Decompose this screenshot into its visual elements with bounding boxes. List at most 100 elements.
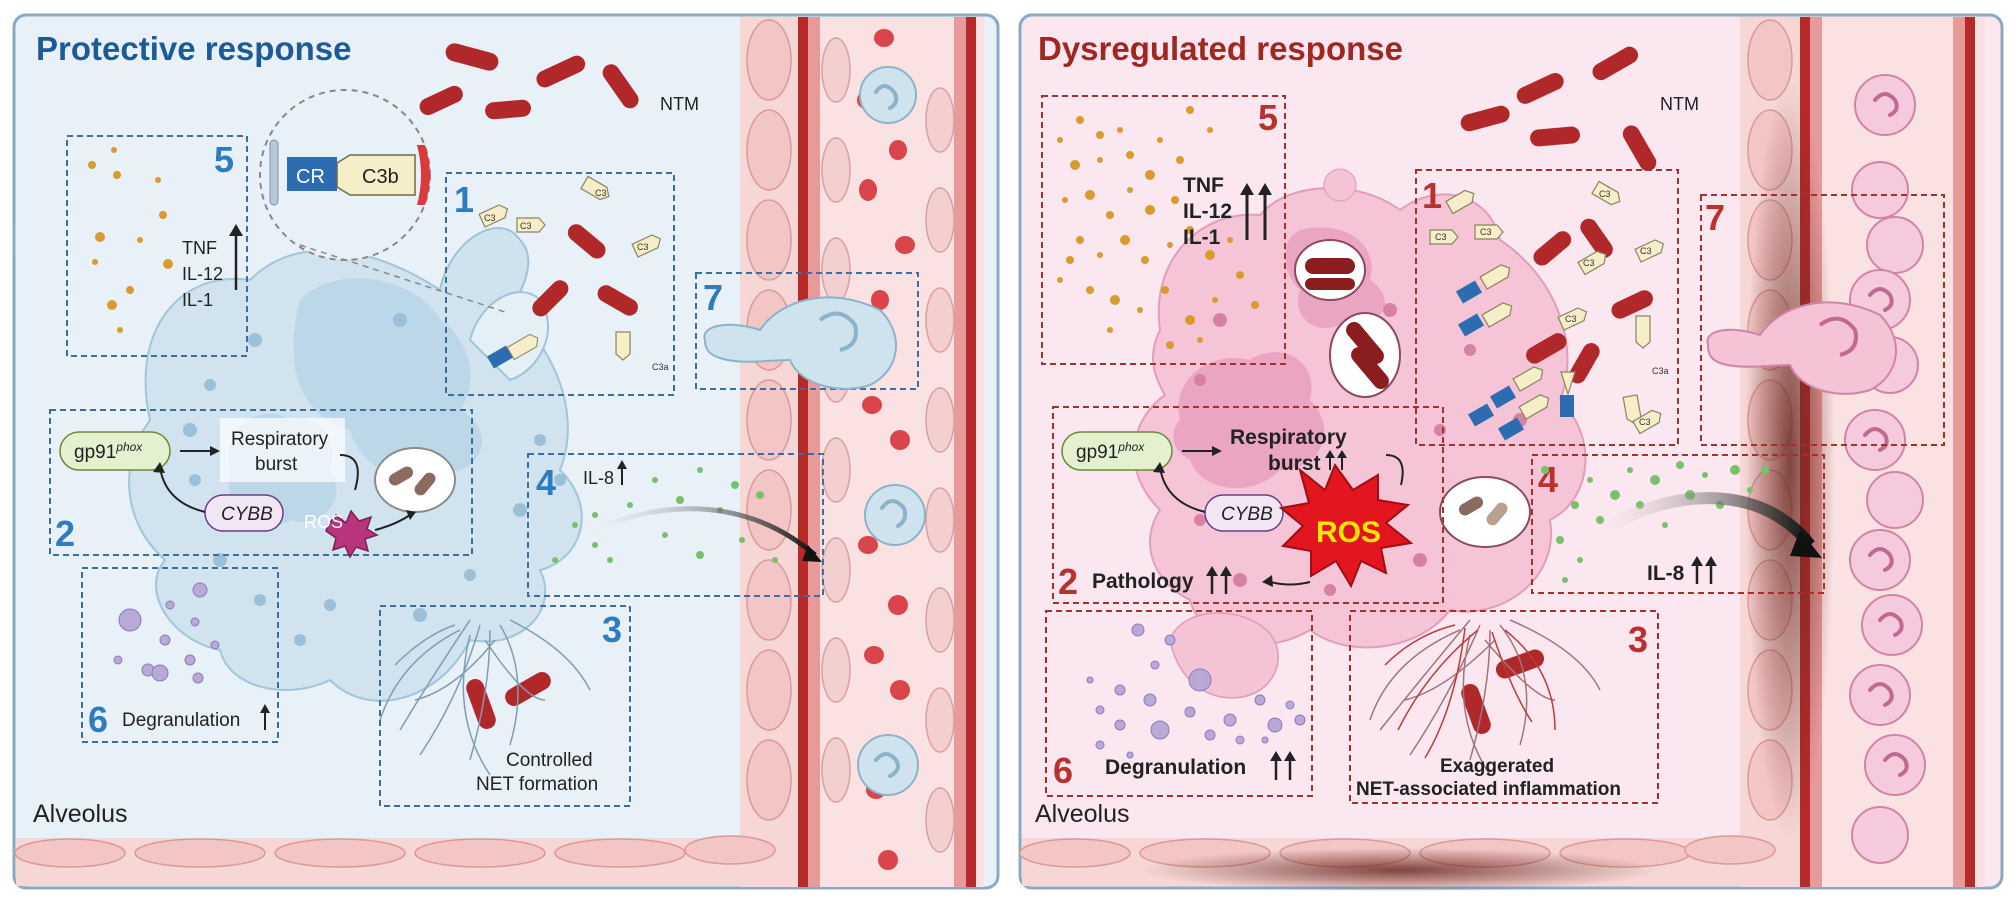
alveolus-label: Alveolus (1035, 800, 1130, 828)
svg-text:C3: C3 (1565, 314, 1577, 324)
pathology-label: Pathology (1092, 570, 1194, 593)
step-3-number: 3 (1628, 619, 1648, 660)
gp91phox-pill (59, 431, 171, 471)
svg-text:C3: C3 (484, 213, 496, 223)
right-step-boxes (1041, 95, 1945, 804)
tissue-damage-bottom (1140, 848, 1660, 892)
box-5 (1041, 95, 1286, 365)
burst-label: burst (1268, 452, 1321, 475)
right-panel: NTM (1018, 13, 2004, 892)
box-7 (695, 272, 919, 390)
gp91-label: gp91phox (74, 440, 143, 463)
granule-dots (1086, 623, 1306, 759)
svg-text:C3a: C3a (1652, 366, 1669, 376)
il12-label: IL-12 (1183, 200, 1232, 223)
cybb-label: CYBB (1221, 504, 1273, 525)
migrating-neutrophil (1706, 301, 1897, 395)
left-step-boxes (49, 135, 919, 807)
ntm-label: NTM (660, 94, 699, 114)
degranulation-label: Degranulation (1105, 756, 1246, 779)
ros-burst-icon (1278, 462, 1414, 589)
net-label-2: NET formation (476, 774, 598, 795)
box-6 (81, 567, 279, 743)
right-panel-title: Dysregulated response (1038, 30, 1403, 67)
degranulation-label: Degranulation (122, 710, 240, 731)
il1-label: IL-1 (1183, 226, 1221, 249)
box-7 (1700, 194, 1945, 446)
up-arrow-icon (617, 460, 627, 485)
svg-text:C3: C3 (520, 221, 532, 231)
alveolar-wall-cells (14, 17, 798, 887)
il8-dots (1541, 461, 1773, 583)
step-3-number: 3 (602, 609, 622, 650)
migrating-neutrophil (703, 296, 897, 390)
step-6-number: 6 (88, 699, 108, 740)
box-3 (379, 605, 631, 807)
ros-label: ROS (1316, 516, 1381, 549)
svg-text:C3: C3 (1640, 246, 1652, 256)
alveolar-wall-cells (1019, 17, 1800, 892)
box-5 (66, 135, 248, 357)
box-4 (527, 453, 824, 597)
up-arrow-icon (260, 704, 270, 730)
step-7-number: 7 (1705, 197, 1725, 238)
step-2-number: 2 (55, 513, 75, 554)
double-up-arrow-icon (1691, 556, 1717, 584)
step-6-number: 6 (1053, 750, 1073, 791)
net-fibers (379, 619, 591, 776)
vascular-damage (1745, 80, 1835, 840)
gp91-label: gp91phox (1076, 440, 1145, 463)
ntm-label: NTM (1660, 94, 1699, 114)
step-4-number: 4 (536, 462, 556, 503)
box-1 (445, 172, 675, 396)
respiratory-label: Respiratory (1230, 426, 1347, 449)
granule-dots (113, 582, 220, 684)
il8-label: IL-8 (583, 468, 614, 488)
svg-text:C3: C3 (1480, 227, 1492, 237)
step-1-number: 1 (1422, 175, 1442, 216)
svg-text:C3: C3 (637, 242, 649, 252)
double-up-arrow-icon (1325, 450, 1347, 470)
neutrophil-cell (1133, 168, 1587, 649)
left-panel: NTM CR C3b C3 C3 C3 C3 C3a (12, 13, 1000, 890)
svg-text:C3a: C3a (652, 362, 669, 372)
tnf-label: TNF (182, 238, 217, 258)
cybb-pill (1204, 494, 1284, 532)
complement-receptor-icon (287, 157, 337, 191)
complement-cluster: C3 C3 C3 C3 C3 C3 C3 C3a (1429, 180, 1669, 441)
box-4 (1531, 454, 1825, 594)
step-5-number: 5 (1258, 97, 1278, 138)
svg-text:C3: C3 (1583, 258, 1595, 268)
step-7-number: 7 (703, 277, 723, 318)
net-label-1: Controlled (506, 750, 593, 771)
gp91phox-pill (1061, 431, 1173, 471)
step-1-number: 1 (454, 179, 474, 220)
box-1 (1415, 169, 1679, 446)
il12-label: IL-12 (182, 264, 223, 284)
respiratory-label: Respiratory (231, 429, 329, 450)
svg-text:C3: C3 (1435, 232, 1447, 242)
step-2-number: 2 (1058, 561, 1078, 602)
tnf-label: TNF (1183, 174, 1224, 197)
up-arrow-icon (229, 224, 243, 290)
svg-text:C3: C3 (595, 188, 607, 198)
cybb-pill (204, 494, 284, 532)
svg-text:C3: C3 (1639, 417, 1651, 427)
double-up-arrow-icon (1206, 566, 1232, 594)
c3b-label: C3b (362, 166, 399, 188)
step-4-number: 4 (1538, 459, 1558, 500)
cytokine-dots (1057, 106, 1259, 349)
ros-label: ROS (304, 512, 343, 532)
cr-label: CR (296, 166, 325, 188)
c3-fragments: C3 C3 C3 C3 C3a (478, 175, 669, 372)
cybb-label: CYBB (221, 504, 273, 525)
ros-burst-icon (325, 509, 379, 559)
net-label-2: NET-associated inflammation (1356, 779, 1621, 800)
double-up-arrow-icon (1240, 183, 1272, 240)
svg-text:C3: C3 (1599, 189, 1611, 199)
box-2 (1052, 406, 1444, 604)
net-label-1: Exaggerated (1440, 756, 1554, 777)
zoom-circle: CR C3b (259, 89, 506, 313)
double-up-arrow-icon (1270, 751, 1296, 780)
